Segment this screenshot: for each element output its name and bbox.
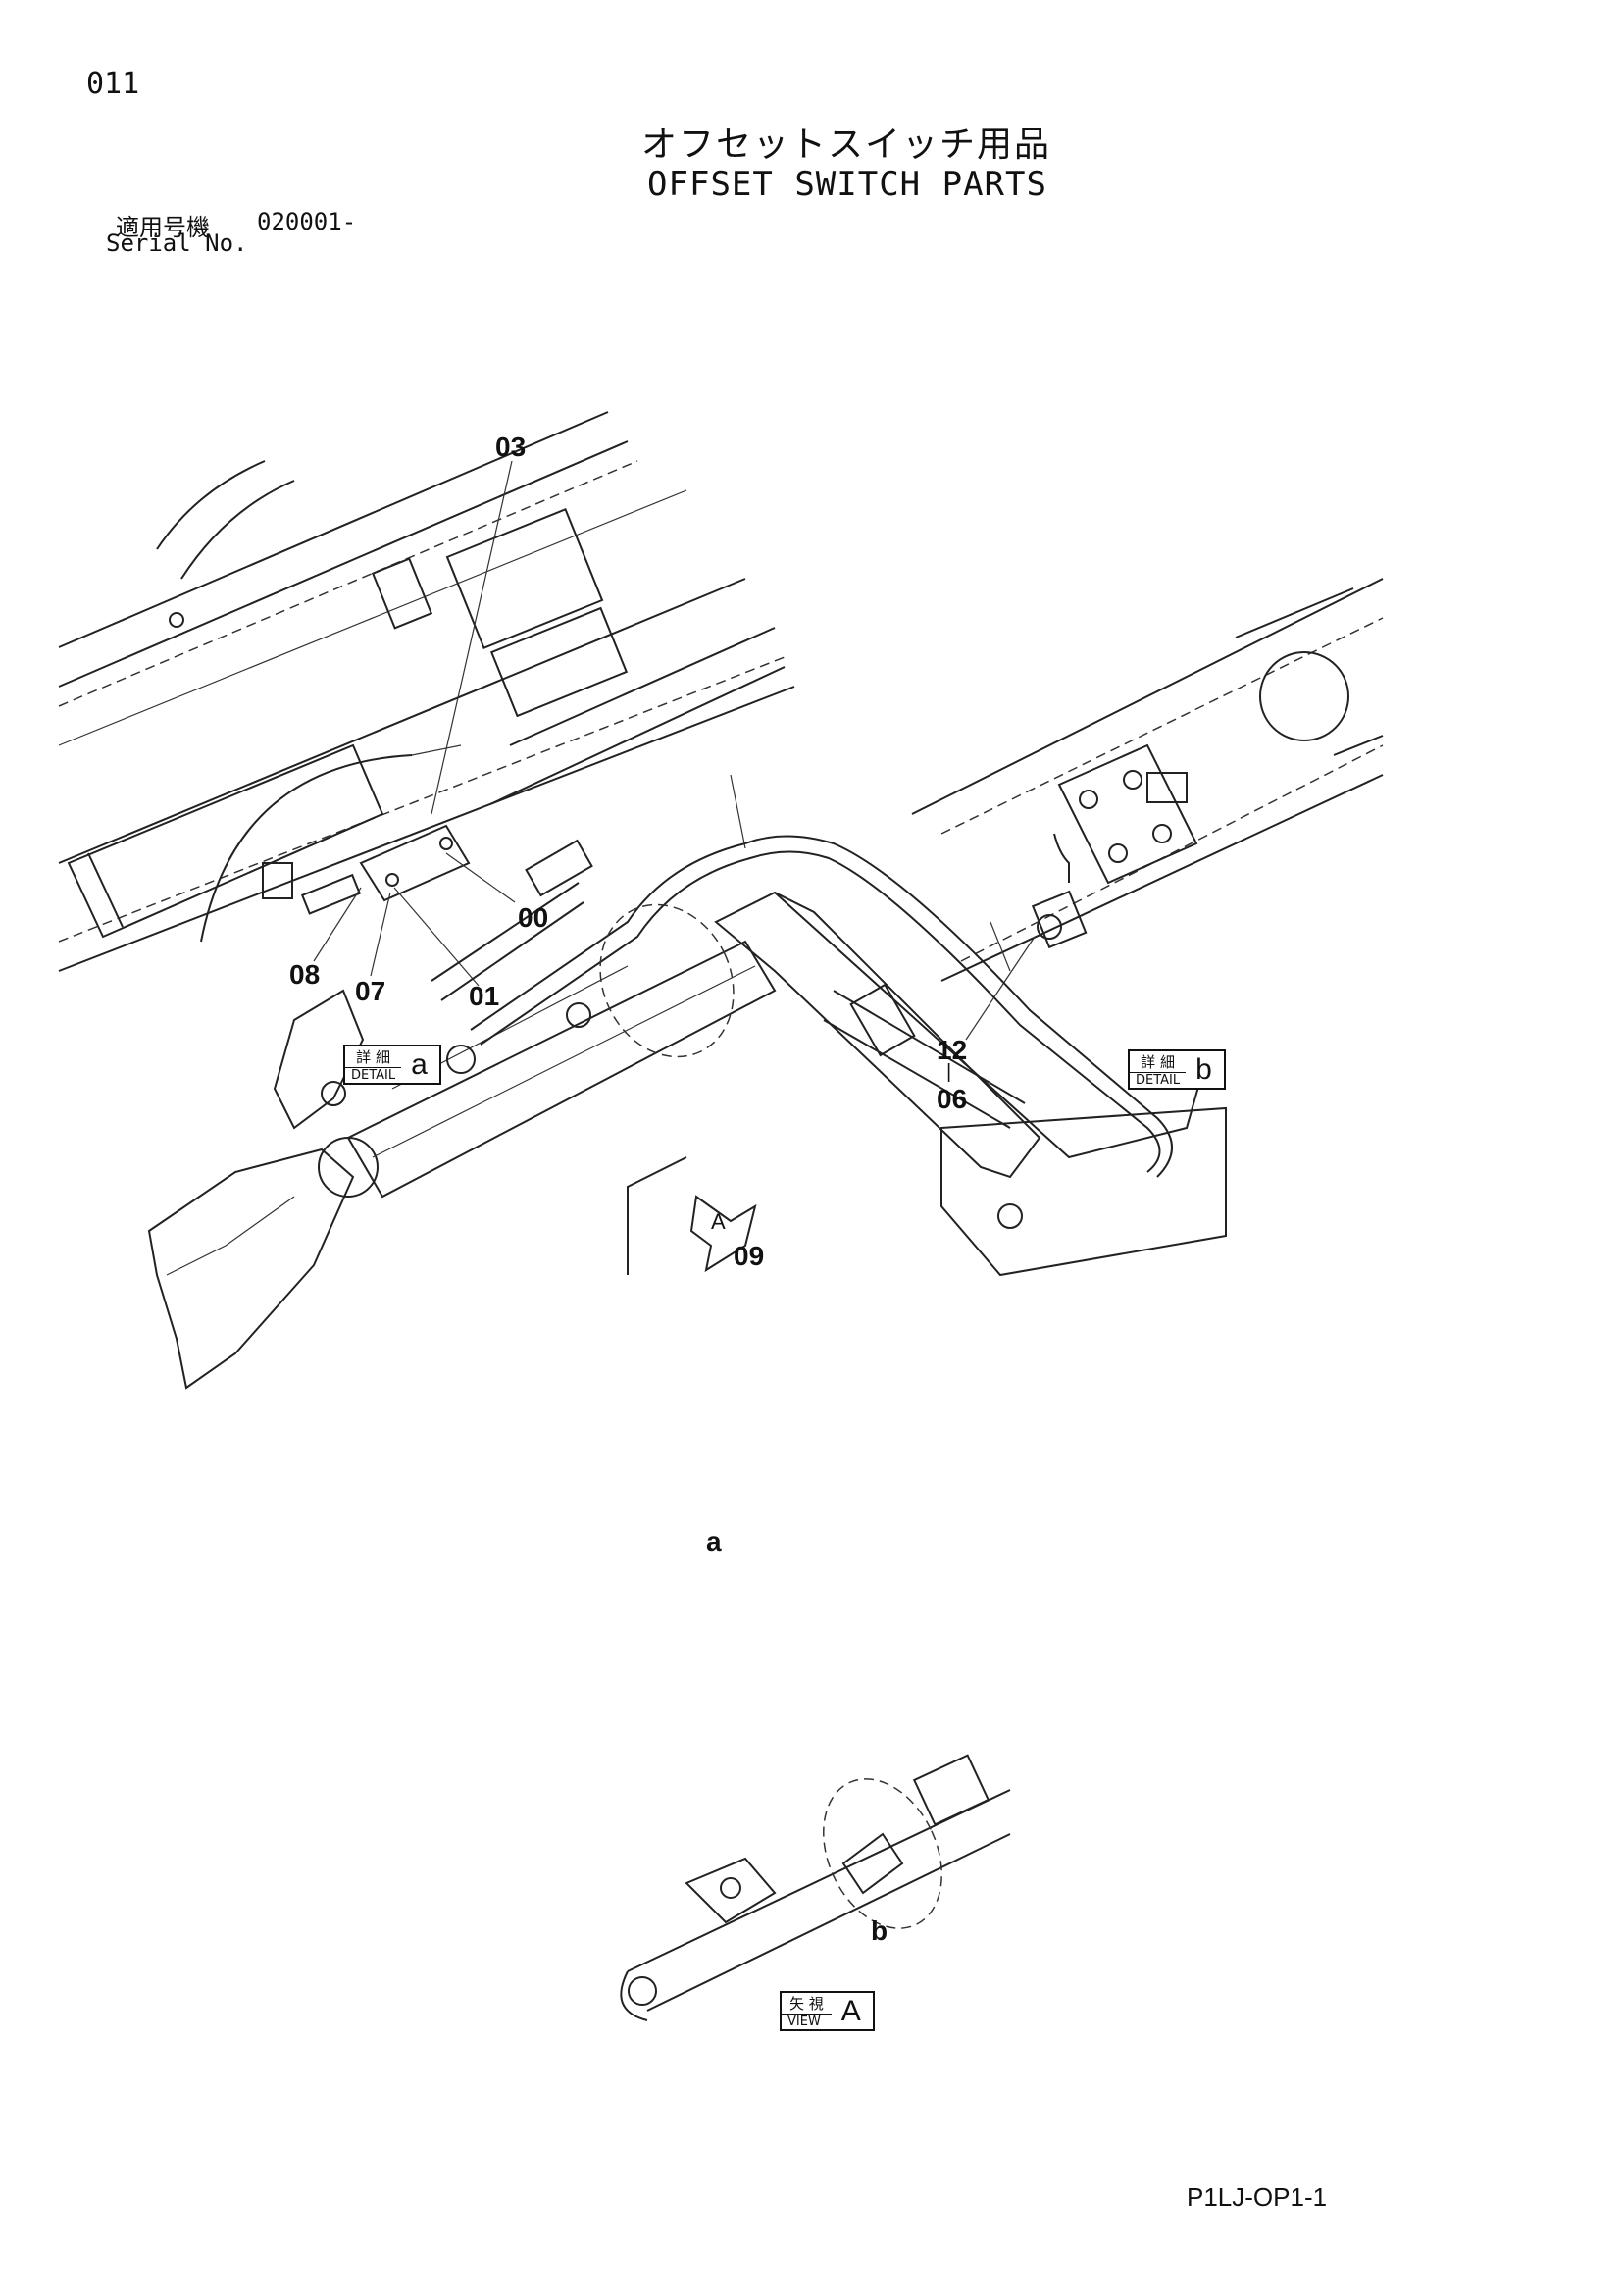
- detail-a-label-en: DETAIL: [345, 1067, 402, 1083]
- serial-label-japanese: 適用号機: [116, 214, 210, 241]
- detail-a-label: 詳 細 DETAIL a: [343, 1045, 441, 1085]
- serial-label-english: Serial No.: [106, 230, 248, 257]
- detail-a-drawing: [58, 411, 795, 987]
- view-arrow-letter: A: [711, 1209, 726, 1234]
- detail-b-label-jp: 詳 細: [1141, 1053, 1175, 1071]
- serial-value: 020001-: [257, 208, 357, 235]
- callout-06: 06: [937, 1084, 968, 1114]
- document-code: P1LJ-OP1-1: [1187, 2182, 1328, 2212]
- callout-range-dash: |: [946, 1061, 952, 1083]
- detail-b-drawing: [911, 578, 1384, 1041]
- callout-09: 09: [734, 1241, 765, 1271]
- detail-a-letter: a: [411, 1047, 428, 1081]
- callout-03: 03: [495, 432, 527, 462]
- detail-a-label-jp: 詳 細: [356, 1048, 390, 1066]
- page-number: 011: [86, 67, 140, 101]
- detail-b-letter: b: [1195, 1052, 1212, 1086]
- view-a-label-en: VIEW: [782, 2014, 832, 2029]
- view-a-drawing: [620, 1754, 1011, 2021]
- view-a-label-jp: 矢 視: [789, 1995, 824, 2013]
- detail-b-label-en: DETAIL: [1130, 1072, 1187, 1088]
- detail-b-label: 詳 細 DETAIL b: [1128, 1049, 1226, 1090]
- title-english: OFFSET SWITCH PARTS: [647, 165, 1047, 204]
- overview-marker-a-label: a: [706, 1526, 722, 1556]
- view-a-marker-b: b: [871, 1915, 888, 1946]
- callout-12: 12: [937, 1035, 968, 1065]
- title-japanese: オフセットスイッチ用品: [640, 125, 1051, 165]
- view-a-label: 矢 視 VIEW A: [780, 1991, 875, 2031]
- excavator-arm-overview: [147, 774, 1227, 1390]
- callout-08: 08: [289, 959, 321, 990]
- callout-00: 00: [518, 902, 549, 933]
- view-a-letter: A: [840, 1994, 861, 2027]
- callout-07: 07: [355, 976, 386, 1006]
- callout-01: 01: [469, 981, 500, 1011]
